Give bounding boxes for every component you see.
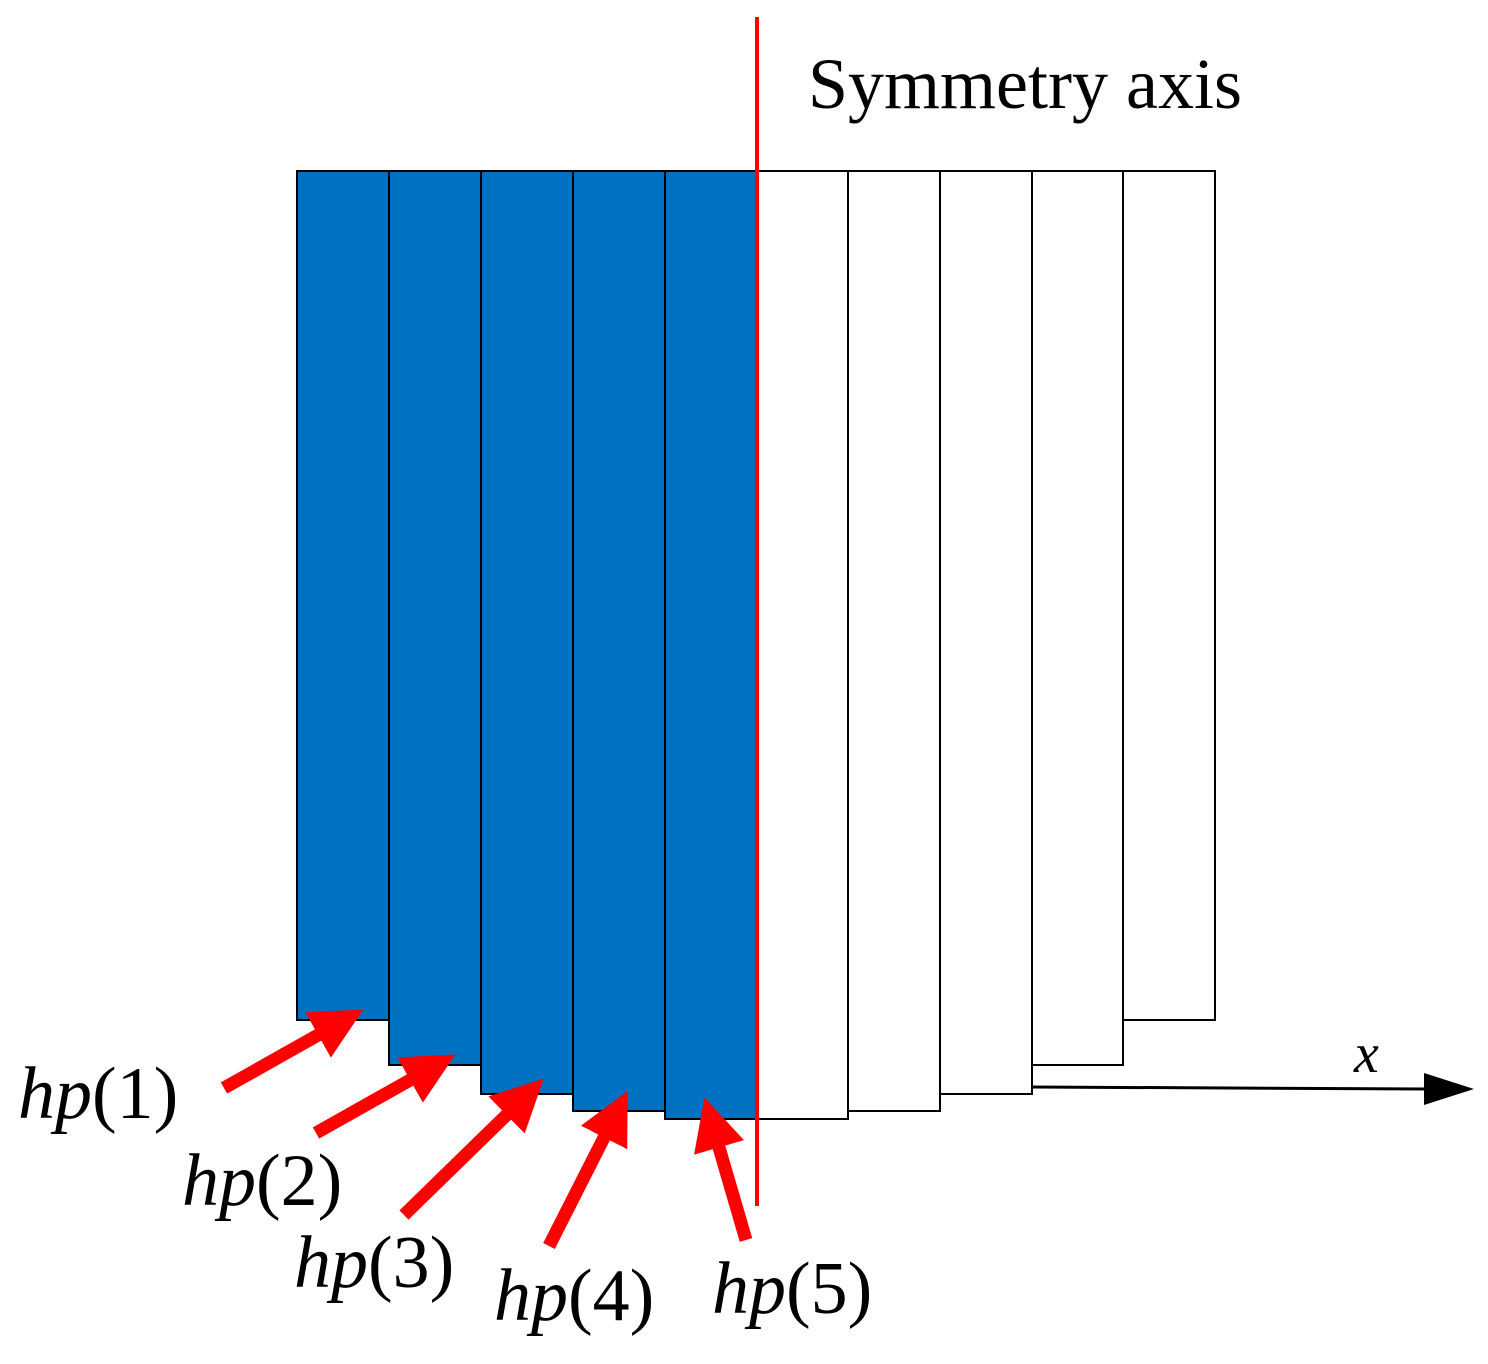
arrow-hp2-icon <box>312 1054 456 1139</box>
strip-2 <box>388 170 482 1066</box>
label-arg: (1) <box>92 1053 178 1135</box>
label-arg: (2) <box>256 1140 342 1222</box>
label-func: hp <box>182 1140 256 1222</box>
label-arg: (5) <box>786 1248 872 1330</box>
symmetry-axis-label: Symmetry axis <box>808 44 1242 124</box>
label-hp2: hp(2) <box>182 1140 342 1222</box>
strip-8 <box>939 170 1033 1095</box>
arrow-hp3-icon <box>399 1078 544 1220</box>
label-arg: (3) <box>368 1222 454 1304</box>
strip-4 <box>572 170 666 1112</box>
strip-group <box>296 170 1216 1120</box>
strip-7 <box>847 170 941 1112</box>
strip-3 <box>480 170 574 1095</box>
x-axis-arrowhead-icon <box>1424 1073 1474 1105</box>
hp-arrow-group <box>220 1009 753 1249</box>
x-axis-label: x <box>1353 1023 1379 1085</box>
strip-5 <box>664 170 757 1120</box>
label-func: hp <box>712 1248 786 1330</box>
arrow-hp4-icon <box>543 1091 628 1249</box>
arrow-hp5-icon <box>694 1097 753 1242</box>
label-func: hp <box>18 1053 92 1135</box>
label-hp4: hp(4) <box>494 1255 654 1337</box>
arrow-hp1-icon <box>220 1009 364 1094</box>
strip-1 <box>296 170 390 1021</box>
strip-10 <box>1122 170 1216 1021</box>
label-func: hp <box>294 1222 368 1304</box>
label-hp1: hp(1) <box>18 1053 178 1135</box>
hp-label-group: hp(1)hp(2)hp(3)hp(4)hp(5) <box>18 1053 872 1337</box>
label-arg: (4) <box>568 1255 654 1337</box>
x-axis-line <box>1031 1085 1429 1091</box>
strip-6 <box>755 170 849 1120</box>
label-hp3: hp(3) <box>294 1222 454 1304</box>
label-hp5: hp(5) <box>712 1248 872 1330</box>
x-axis: x <box>1031 1023 1474 1105</box>
label-func: hp <box>494 1255 568 1337</box>
strip-9 <box>1031 170 1124 1066</box>
